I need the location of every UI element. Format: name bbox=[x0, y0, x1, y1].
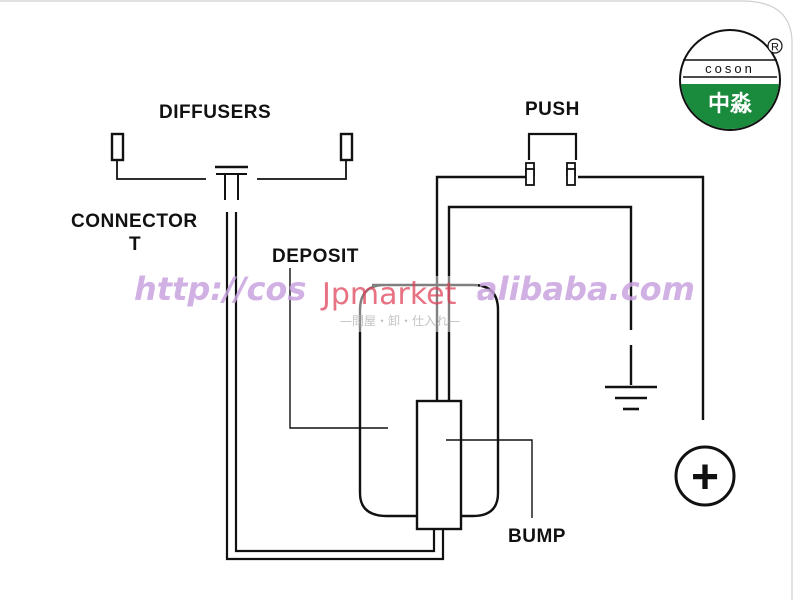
positive-terminal-icon: + bbox=[674, 445, 736, 507]
hose-outer bbox=[225, 212, 445, 561]
hose-inner bbox=[234, 212, 436, 553]
watermark: http://cos alibaba.com Jpmarket —問屋・卸・仕入… bbox=[134, 270, 695, 332]
diffuser-right bbox=[339, 132, 354, 162]
watermark-url-right: alibaba.com bbox=[476, 270, 695, 308]
ground-symbol bbox=[605, 385, 657, 411]
wire-pump-to-push bbox=[435, 175, 528, 401]
diffuser-left-wire bbox=[116, 161, 206, 180]
watermark-url-left: http://cos bbox=[134, 270, 306, 308]
logo-brand-text: coson bbox=[705, 61, 755, 76]
coson-logo: coson 中淼 R bbox=[679, 29, 783, 131]
wire-push-to-positive bbox=[578, 175, 705, 420]
t-connector bbox=[215, 165, 248, 200]
label-connector: CONNECTOR bbox=[71, 211, 198, 232]
registered-mark-text: R bbox=[771, 42, 779, 54]
label-deposit: DEPOSIT bbox=[272, 246, 359, 267]
wire-pump-to-ground bbox=[447, 205, 633, 401]
bump-leader-line bbox=[446, 439, 533, 518]
label-bump: BUMP bbox=[508, 526, 566, 547]
watermark-jpmarket-subtitle: —問屋・卸・仕入れ— bbox=[340, 313, 460, 328]
label-push: PUSH bbox=[525, 99, 580, 120]
pump-body bbox=[415, 399, 463, 531]
label-connector-t: T bbox=[129, 234, 141, 255]
diffuser-right-wire bbox=[257, 161, 347, 180]
deposit-leader-line bbox=[289, 268, 388, 429]
diffuser-left bbox=[110, 132, 125, 162]
logo-chinese-text: 中淼 bbox=[708, 92, 753, 117]
watermark-jpmarket-logo: Jpmarket bbox=[320, 277, 457, 312]
push-switch bbox=[525, 132, 578, 186]
label-diffusers: DIFFUSERS bbox=[159, 102, 271, 123]
positive-terminal-label: + bbox=[691, 451, 719, 504]
registered-mark-icon bbox=[767, 38, 783, 54]
